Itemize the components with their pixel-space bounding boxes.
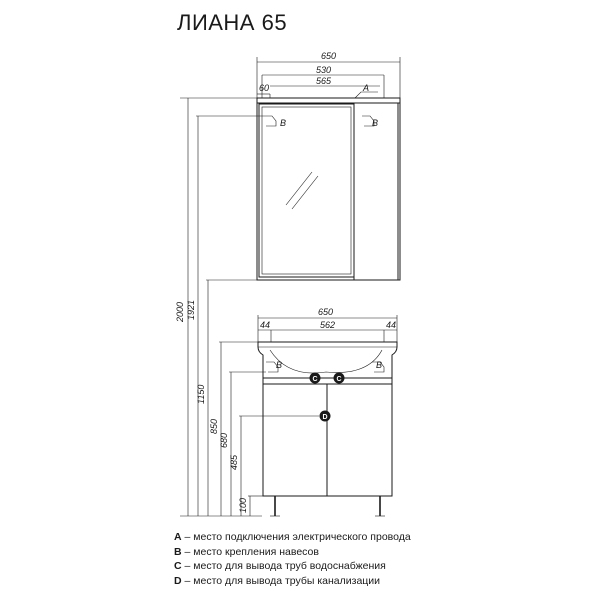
- mirror-reflection-2: [291, 175, 319, 210]
- dim-height-1921: 1921: [186, 300, 196, 320]
- dim-mirror-60: 60: [259, 83, 269, 93]
- legend-key-b: B: [174, 545, 182, 558]
- legend: A – место подключения электрического про…: [174, 530, 411, 588]
- water-outlet-right-icon: [333, 372, 345, 384]
- legend-key-a: A: [174, 531, 182, 543]
- vanity-label-b: B: [276, 360, 282, 370]
- vanity-label-c-left: C: [313, 376, 318, 383]
- dim-height-2000: 2000: [175, 302, 185, 323]
- dim-height-100: 100: [238, 498, 248, 513]
- mirror-glass: [261, 106, 352, 275]
- mirror-label-a: A: [362, 83, 369, 93]
- mirror-label-b-left: B: [280, 118, 286, 128]
- vanity-unit: B B C C D: [257, 341, 398, 517]
- legend-text-d: – место для вывода трубы канализации: [181, 574, 381, 587]
- dim-height-850: 850: [209, 419, 219, 434]
- dim-height-1150: 1150: [196, 385, 206, 404]
- mirror-a-leader: [354, 91, 378, 99]
- vanity-label-b-right: B: [376, 360, 382, 370]
- legend-row-a: A – место подключения электрического про…: [174, 530, 411, 545]
- dim-vanity-562: 562: [320, 320, 335, 330]
- legend-key-c: C: [174, 560, 182, 572]
- mirror-reflection-1: [285, 171, 313, 206]
- vanity-b-left-marker: [266, 361, 279, 373]
- mirror-cabinet-body: [256, 97, 401, 281]
- dim-height-485: 485: [229, 454, 239, 470]
- vanity-label-c-right: C: [337, 376, 342, 383]
- dim-vanity-44-right: 44: [386, 320, 396, 330]
- legend-key-d: D: [174, 574, 182, 587]
- legend-row-d: D – место для вывода трубы канализации: [174, 574, 411, 589]
- dim-mirror-width: 650: [321, 51, 336, 61]
- legend-row-b: B – место крепления навесов: [174, 545, 411, 560]
- mirror-label-b-right: B: [372, 118, 378, 128]
- basin-bowl: [269, 349, 383, 374]
- drain-outlet-icon: [319, 410, 331, 422]
- legend-text-a: – место подключения электрического прово…: [181, 531, 411, 543]
- mirror-cabinet: B B A: [256, 83, 401, 281]
- water-outlet-left-icon: [309, 372, 321, 384]
- legend-row-c: C – место для вывода труб водоснабжения: [174, 559, 411, 574]
- dim-vanity-width: 650: [318, 307, 333, 317]
- vanity-label-d: D: [323, 414, 328, 421]
- dim-mirror-530: 530: [316, 65, 331, 75]
- mirror-b-right-marker: [362, 115, 375, 127]
- legend-text-c: – место для вывода труб водоснабжения: [181, 560, 386, 572]
- product-title: ЛИАНА 65: [177, 10, 288, 35]
- mirror-b-left-marker: [264, 115, 277, 127]
- height-dimensions: 2000 1921 1150 850 680 485 100: [175, 97, 319, 517]
- vanity-dimensions: 650 44 562 44: [257, 307, 398, 342]
- legend-text-b: – место крепления навесов: [181, 545, 319, 558]
- dim-height-680: 680: [219, 433, 229, 448]
- vanity-b-right-marker: [372, 361, 385, 373]
- dim-vanity-44-left: 44: [260, 320, 270, 330]
- dim-mirror-565: 565: [316, 76, 332, 86]
- mirror-dimensions: 650 530 565 60: [256, 51, 401, 98]
